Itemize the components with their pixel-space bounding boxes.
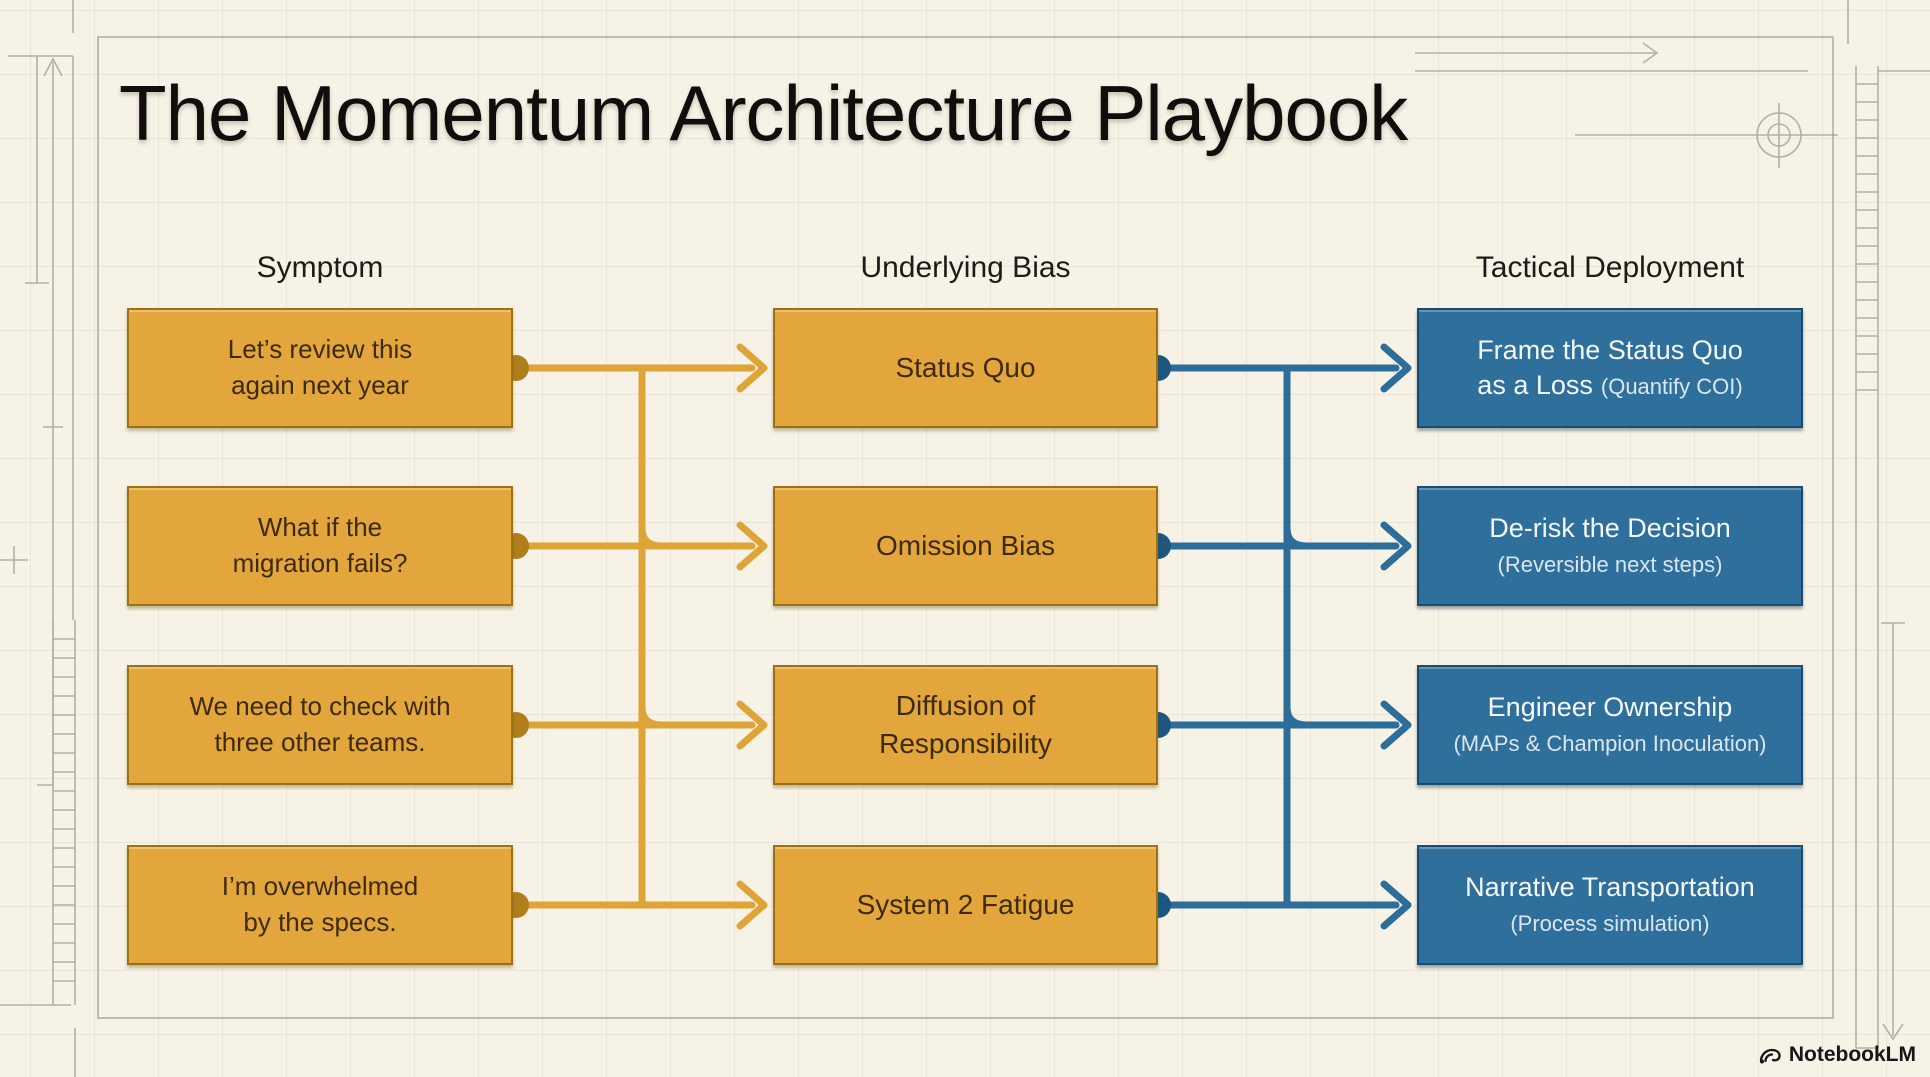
deployment-subline: (Reversible next steps)	[1498, 546, 1723, 581]
deployment-node-row1: Frame the Status Quo as a Loss (Quantify …	[1417, 308, 1803, 428]
left-up-arrowhead	[43, 57, 63, 77]
column-header-underlying-bias: Underlying Bias	[860, 251, 1071, 284]
panel-frame	[97, 36, 1834, 1019]
symptom-text: What if the	[257, 512, 383, 543]
right-ruler-rails	[1855, 66, 1930, 1049]
deployment-subline-detail: (Process simulation)	[1510, 911, 1710, 936]
symptom-text: by the specs.	[243, 907, 397, 937]
bias-node-row3: Diffusion of Responsibility	[773, 665, 1158, 785]
bias-text: Responsibility	[879, 728, 1052, 759]
bias-text: Status Quo	[895, 352, 1036, 384]
page-title: The Momentum Architecture Playbook	[119, 69, 1408, 157]
left-arrow-line	[37, 62, 54, 786]
deployment-subline-detail: (Quantify COI)	[1600, 374, 1743, 399]
left-ruler-rails	[0, 620, 76, 1006]
bias-node-row2: Omission Bias	[773, 486, 1158, 606]
left-second-line	[25, 56, 49, 284]
deployment-subline-detail: (Reversible next steps)	[1497, 552, 1723, 577]
watermark-label: NotebookLM	[1788, 1043, 1916, 1066]
symptom-node-row2: What if the migration fails?	[127, 486, 513, 606]
deployment-subline-main: as a Loss	[1477, 370, 1593, 400]
notebooklm-logo-icon	[1759, 1048, 1781, 1064]
column-header-tactical-deployment: Tactical Deployment	[1475, 251, 1745, 284]
deployment-node-row2: De-risk the Decision (Reversible next st…	[1417, 486, 1803, 606]
bias-text: Omission Bias	[876, 530, 1055, 562]
deployment-subline: as a Loss (Quantify COI)	[1477, 368, 1742, 403]
bias-node-row1: Status Quo	[773, 308, 1158, 428]
bias-node-row4: System 2 Fatigue	[773, 845, 1158, 965]
symptom-text: again next year	[231, 370, 409, 400]
symptom-text: migration fails?	[232, 548, 408, 578]
column-header-symptom: Symptom	[256, 251, 384, 284]
symptom-text: Let’s review this	[227, 334, 413, 365]
symptom-node-row4: I’m overwhelmed by the specs.	[127, 845, 513, 965]
deployment-title: Narrative Transportation	[1465, 871, 1755, 902]
right-down-arrowhead	[1882, 1023, 1904, 1041]
symptom-text: I’m overwhelmed	[221, 871, 419, 902]
symptom-text: three other teams.	[214, 727, 426, 757]
symptom-text: We need to check with	[189, 691, 451, 722]
deployment-node-row4: Narrative Transportation (Process simula…	[1417, 845, 1803, 965]
deployment-subline: (MAPs & Champion Inoculation)	[1453, 725, 1766, 760]
right-ruler-rungs	[1856, 83, 1878, 391]
left-ruler-rungs	[53, 638, 75, 982]
deployment-node-row3: Engineer Ownership (MAPs & Champion Inoc…	[1417, 665, 1803, 785]
bias-text: System 2 Fatigue	[856, 889, 1075, 921]
deployment-title: Frame the Status Quo	[1477, 334, 1743, 365]
left-plus-mark	[0, 546, 28, 574]
bias-text: Diffusion of	[895, 690, 1036, 722]
deployment-title: Engineer Ownership	[1487, 691, 1733, 722]
deployment-subline: (Process simulation)	[1510, 905, 1709, 940]
symptom-node-row3: We need to check with three other teams.	[127, 665, 513, 785]
deployment-title: De-risk the Decision	[1489, 512, 1731, 543]
symptom-node-row1: Let’s review this again next year	[127, 308, 513, 428]
watermark: NotebookLM	[1758, 1042, 1916, 1068]
deployment-subline-detail: (MAPs & Champion Inoculation)	[1453, 731, 1767, 756]
